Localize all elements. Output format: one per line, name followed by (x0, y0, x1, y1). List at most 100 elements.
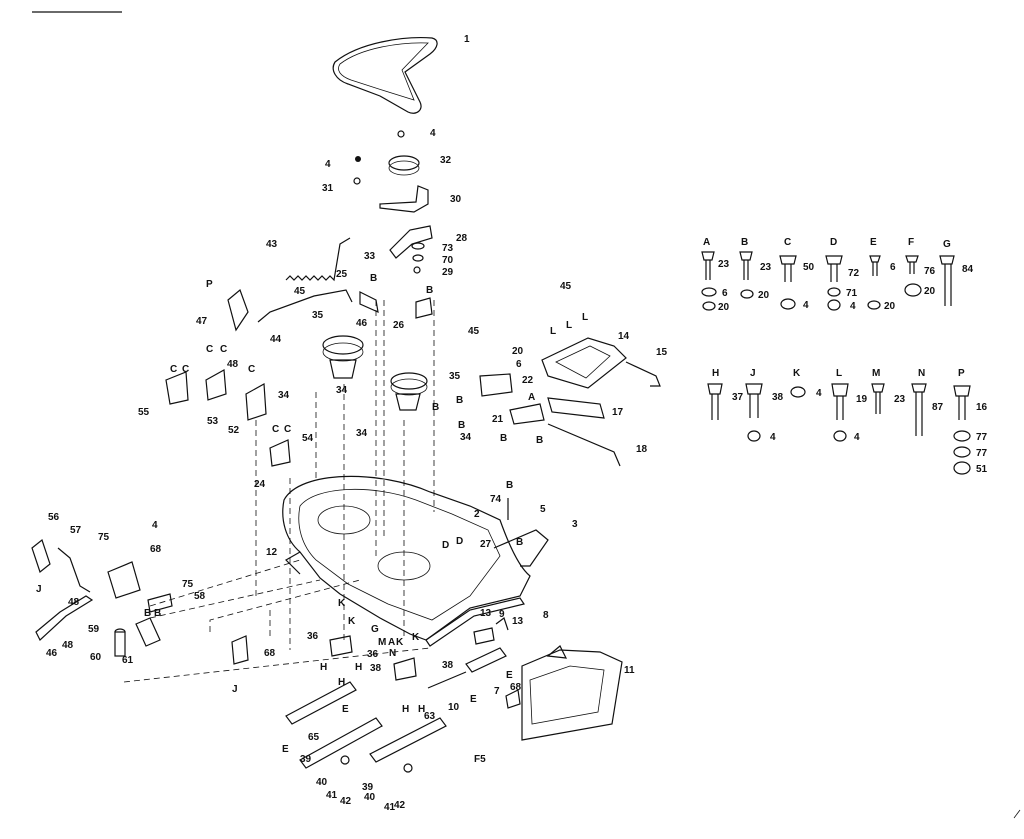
letter-key: C (248, 364, 255, 375)
discharge-chute-edge (285, 551, 301, 575)
letter-key: C (284, 424, 291, 435)
hw-letter-E: E (870, 237, 877, 248)
spindle-pulley-35-right-rim (390, 378, 428, 396)
callout: 27 (480, 539, 492, 550)
callout: 25 (336, 269, 348, 280)
callout: 68 (510, 682, 522, 693)
hw-letter-N: N (918, 368, 925, 379)
callout: 35 (449, 371, 461, 382)
spindle-housing-left (329, 359, 357, 379)
hw-letter-C: C (784, 237, 791, 248)
bracket-58 (147, 593, 173, 613)
leader-dash-1 (149, 559, 301, 607)
washer-D-71 (827, 287, 841, 297)
callout: 36 (367, 649, 379, 660)
callout: 26 (393, 320, 405, 331)
callout: 55 (138, 407, 150, 418)
callout: 13 (512, 616, 524, 627)
callout: 45 (294, 286, 306, 297)
mower-deck-inner (298, 488, 501, 621)
callout: 65 (308, 732, 320, 743)
bolt-L-icon (831, 383, 849, 420)
nut-L-4 (833, 430, 847, 442)
letter-key: G (371, 624, 379, 635)
callout: 48 (68, 597, 80, 608)
mower-deck (282, 475, 531, 641)
spacer-73 (411, 242, 425, 250)
callout: 41 (384, 802, 396, 813)
rod-15 (625, 361, 661, 387)
callout: 42 (340, 796, 352, 807)
callout: 4 (152, 520, 158, 531)
leader-dash-4 (209, 579, 361, 632)
pulley-32 (388, 155, 420, 171)
hw-washer-P-77a: 77 (976, 432, 988, 443)
letter-key: E (506, 670, 513, 681)
callout: 3 (572, 519, 578, 530)
idler-bracket-28 (389, 225, 433, 259)
letter-key: K (412, 632, 420, 643)
hardware-key-row-2 (707, 383, 971, 475)
nut-P-51 (953, 461, 971, 475)
hw-letter-K: K (793, 368, 801, 379)
callout: 32 (440, 155, 452, 166)
deck-rear-flange (425, 597, 525, 647)
hw-part-H: 37 (732, 392, 744, 403)
letter-key: B (500, 433, 507, 444)
callout: 40 (316, 777, 328, 788)
letter-key: B (536, 435, 543, 446)
hw-letter-H: H (712, 368, 719, 379)
hw-letter-L: L (836, 368, 842, 379)
callout: 29 (442, 267, 454, 278)
link-48-left (35, 595, 94, 641)
callout: 2 (474, 509, 480, 520)
bracket-36-left (329, 635, 353, 657)
bracket-21 (509, 403, 545, 425)
callout: 53 (207, 416, 219, 427)
nut-4-left (355, 156, 361, 162)
callout: 24 (254, 479, 266, 490)
blade-39-right (369, 717, 447, 763)
clip-9 (495, 617, 509, 631)
letter-key: B (516, 537, 523, 548)
hw-nut-D-4: 4 (850, 301, 856, 312)
hw-letter-B: B (741, 237, 748, 248)
callout: 57 (70, 525, 82, 536)
rod-7 (465, 647, 507, 673)
bracket-68-right (505, 689, 521, 709)
hw-letter-G: G (943, 239, 951, 250)
blade-bolt-42-left (340, 755, 350, 765)
hw-part-P: 16 (976, 402, 988, 413)
axle-60 (114, 631, 126, 657)
callout: 6 (516, 359, 522, 370)
hw-letter-A: A (703, 237, 710, 248)
callout: 58 (194, 591, 206, 602)
lift-arm-14-inner (555, 345, 611, 379)
callout: 42 (394, 800, 406, 811)
callout: 38 (442, 660, 454, 671)
rod-3 (493, 529, 549, 567)
hw-part-M: 23 (894, 394, 906, 405)
callout: 46 (356, 318, 368, 329)
letter-key: B (144, 608, 151, 619)
corner-tick (1013, 809, 1021, 819)
letter-key: C (206, 344, 213, 355)
callout: 4 (325, 159, 331, 170)
letter-key: K (338, 598, 346, 609)
callout: 14 (618, 331, 630, 342)
rod-18 (547, 423, 621, 467)
hw-letter-F: F (908, 237, 914, 248)
hw-letter-P: P (958, 368, 965, 379)
hw-washer-A-6: 6 (722, 288, 728, 299)
nut-D-4 (827, 299, 841, 311)
drive-belt (332, 37, 438, 114)
callout: 15 (656, 347, 668, 358)
hw-nut-J-4: 4 (770, 432, 776, 443)
blade-bolt-42-right (403, 763, 413, 773)
callout: 34 (356, 428, 368, 439)
callout: 54 (302, 433, 314, 444)
letter-key: B (154, 608, 161, 619)
hw-part-D: 72 (848, 268, 860, 279)
leader-dash-3 (123, 647, 431, 683)
